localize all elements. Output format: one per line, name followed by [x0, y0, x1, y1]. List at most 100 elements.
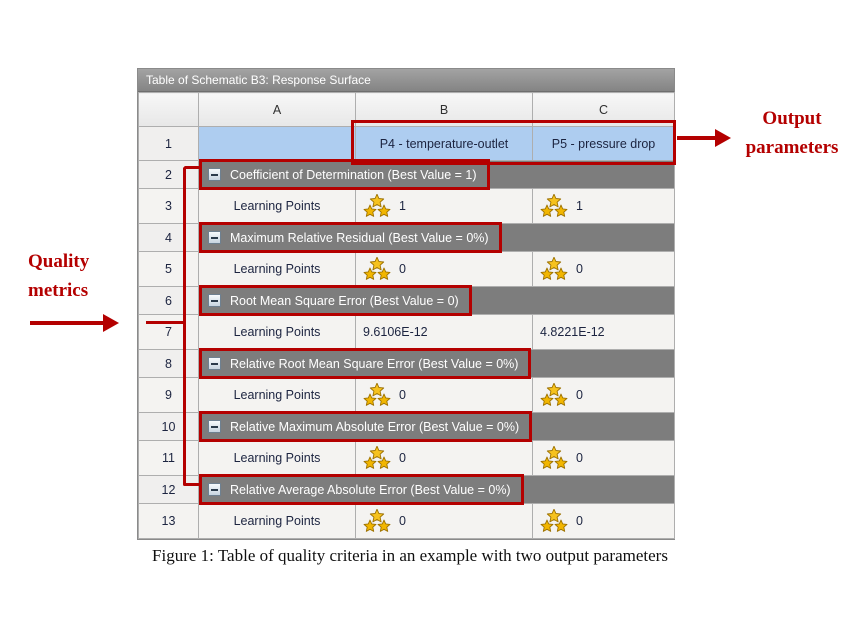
metric-value: 0 [576, 388, 583, 402]
row-number: 5 [138, 251, 199, 287]
three-stars-rating-icon [540, 256, 568, 280]
quality-metrics-arrow [30, 321, 106, 325]
section-label: Coefficient of Determination (Best Value… [230, 167, 477, 182]
row-number: 3 [138, 188, 199, 224]
column-header-a: A [198, 92, 356, 127]
section-header-cell: Relative Average Absolute Error (Best Va… [198, 474, 675, 505]
three-stars-rating-icon [540, 193, 568, 217]
metric-value: 0 [576, 451, 583, 465]
row-number: 4 [138, 223, 199, 252]
metric-value-cell: 0 [532, 377, 675, 413]
collapse-minus-icon[interactable] [208, 483, 221, 496]
three-stars-rating-icon [540, 508, 568, 532]
metric-value-cell: 9.6106E-12 [355, 314, 533, 350]
section-highlight-box: Maximum Relative Residual (Best Value = … [199, 222, 502, 253]
collapse-minus-icon[interactable] [208, 168, 221, 181]
collapse-minus-icon[interactable] [208, 231, 221, 244]
three-stars-rating-icon [363, 508, 391, 532]
metric-value: 1 [399, 199, 406, 213]
three-stars-rating-icon [540, 382, 568, 406]
section-label: Relative Root Mean Square Error (Best Va… [230, 356, 519, 371]
output-parameters-arrow [677, 136, 717, 140]
metric-source-cell: Learning Points [198, 377, 356, 413]
response-surface-table-window: Table of Schematic B3: Response Surface … [137, 68, 675, 540]
section-highlight-box: Relative Root Mean Square Error (Best Va… [199, 348, 532, 379]
metric-source-cell: Learning Points [198, 440, 356, 476]
corner-cell [138, 92, 199, 127]
metric-value: 9.6106E-12 [363, 325, 428, 339]
section-highlight-box: Coefficient of Determination (Best Value… [199, 159, 490, 190]
section-header-cell: Coefficient of Determination (Best Value… [198, 159, 675, 190]
metric-value: 0 [576, 262, 583, 276]
metric-value-cell: 0 [355, 377, 533, 413]
row-number: 9 [138, 377, 199, 413]
metric-value-cell: 1 [532, 188, 675, 224]
table-row-4: 4 Maximum Relative Residual (Best Value =… [138, 222, 675, 253]
metric-source-cell: Learning Points [198, 314, 356, 350]
section-label: Relative Average Absolute Error (Best Va… [230, 482, 511, 497]
output-parameter-cell: P5 - pressure drop [532, 126, 675, 161]
metric-value-cell: 0 [355, 440, 533, 476]
column-header-b: B [355, 92, 533, 127]
three-stars-rating-icon [363, 256, 391, 280]
metric-value: 0 [399, 451, 406, 465]
section-highlight-box: Relative Average Absolute Error (Best Va… [199, 474, 524, 505]
metric-value: 1 [576, 199, 583, 213]
collapse-minus-icon[interactable] [208, 420, 221, 433]
row-number: 10 [138, 412, 199, 441]
collapse-minus-icon[interactable] [208, 294, 221, 307]
column-header-row: A B C [138, 92, 675, 127]
metric-source-cell: Learning Points [198, 503, 356, 539]
window-title: Table of Schematic B3: Response Surface [146, 73, 371, 87]
section-highlight-box: Relative Maximum Absolute Error (Best Va… [199, 411, 533, 442]
section-label: Relative Maximum Absolute Error (Best Va… [230, 419, 520, 434]
metric-value: 0 [399, 262, 406, 276]
metric-value-cell: 0 [532, 503, 675, 539]
row-number: 2 [138, 160, 199, 189]
section-header-cell: Relative Maximum Absolute Error (Best Va… [198, 411, 675, 442]
metric-value-cell: 0 [532, 440, 675, 476]
row-number: 13 [138, 503, 199, 539]
metric-source-cell: Learning Points [198, 251, 356, 287]
row-number: 12 [138, 475, 199, 504]
metric-value: 0 [576, 514, 583, 528]
metric-source-cell: Learning Points [198, 188, 356, 224]
section-header-cell: Maximum Relative Residual (Best Value = … [198, 222, 675, 253]
metric-value-cell: 4.8221E-12 [532, 314, 675, 350]
table-row-10: 10 Relative Maximum Absolute Error (Best … [138, 411, 675, 442]
section-header-cell: Root Mean Square Error (Best Value = 0) [198, 285, 675, 316]
metric-value-cell: 0 [355, 251, 533, 287]
metric-value: 4.8221E-12 [540, 325, 605, 339]
section-label: Root Mean Square Error (Best Value = 0) [230, 293, 459, 308]
row-number: 6 [138, 286, 199, 315]
collapse-minus-icon[interactable] [208, 357, 221, 370]
metric-value-cell: 1 [355, 188, 533, 224]
section-highlight-box: Root Mean Square Error (Best Value = 0) [199, 285, 472, 316]
table-row-2: 2 Coefficient of Determination (Best Valu… [138, 159, 675, 190]
table-row-12: 12 Relative Average Absolute Error (Best … [138, 474, 675, 505]
row-number: 7 [138, 314, 199, 350]
column-header-c: C [532, 92, 675, 127]
output-parameter-cell: P4 - temperature-outlet [355, 126, 533, 161]
metric-value-cell: 0 [532, 251, 675, 287]
param-empty-cell [198, 126, 356, 161]
section-header-cell: Relative Root Mean Square Error (Best Va… [198, 348, 675, 379]
three-stars-rating-icon [540, 445, 568, 469]
three-stars-rating-icon [363, 382, 391, 406]
quality-metrics-arrowhead-icon [103, 314, 119, 332]
section-label: Maximum Relative Residual (Best Value = … [230, 230, 489, 245]
figure-caption: Figure 1: Table of quality criteria in a… [152, 546, 668, 565]
metric-value: 0 [399, 514, 406, 528]
metric-value-cell: 0 [355, 503, 533, 539]
row-number: 11 [138, 440, 199, 476]
output-parameters-label: Output parameters [745, 108, 839, 159]
table-row-6: 6 Root Mean Square Error (Best Value = 0) [138, 285, 675, 316]
